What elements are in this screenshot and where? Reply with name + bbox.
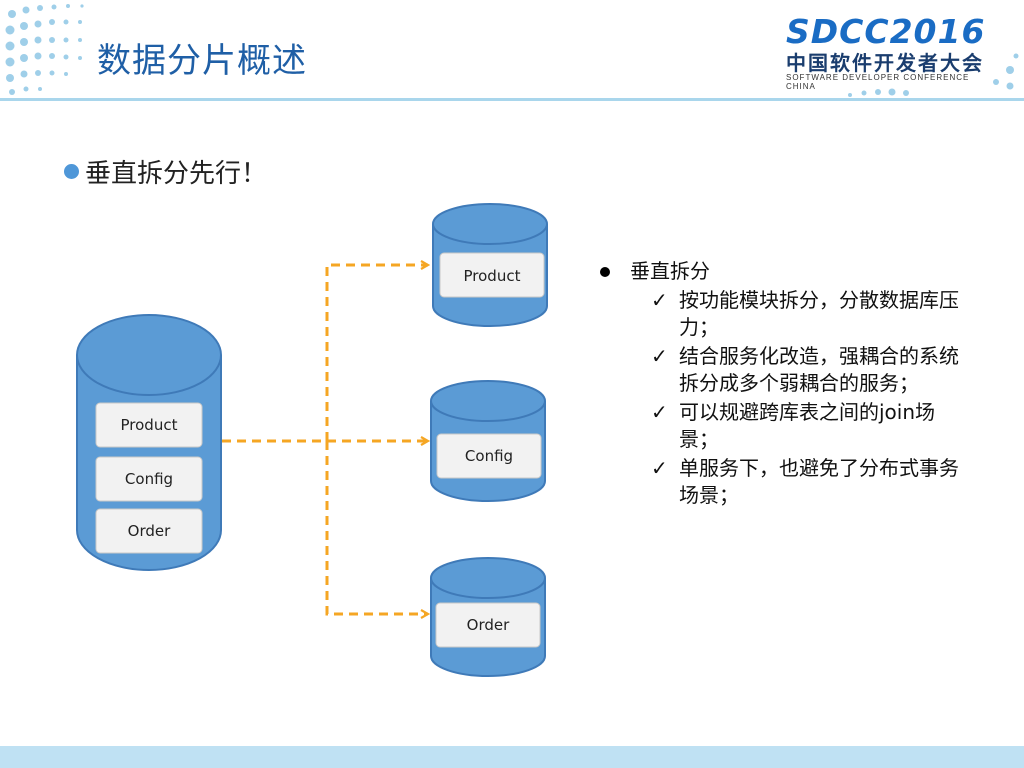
subtitle: 垂直拆分先行！ bbox=[64, 153, 267, 190]
arrow-to-product bbox=[325, 265, 428, 441]
bullet-dot-icon bbox=[64, 164, 79, 179]
list-item-text: 结合服务化改造，强耦合的系统拆分成多个弱耦合的服务； bbox=[679, 344, 959, 395]
subtitle-text: 垂直拆分先行！ bbox=[85, 159, 268, 189]
list-item: ✓ 按功能模块拆分，分散数据库压力； bbox=[651, 287, 961, 341]
bullet-dot-icon bbox=[600, 267, 610, 277]
slide-title: 数据分片概述 bbox=[97, 41, 307, 81]
arrow-to-order bbox=[325, 441, 428, 614]
checkmark-icon: ✓ bbox=[651, 288, 668, 312]
target-table-product-label: Product bbox=[464, 267, 521, 285]
list-item-text: 单服务下，也避免了分布式事务场景； bbox=[679, 456, 959, 507]
header-dot-pattern bbox=[5, 4, 1019, 97]
logo-sdcc-text: SDCC2016 bbox=[786, 12, 986, 51]
target-table-config-label: Config bbox=[465, 447, 513, 465]
list-item: ✓ 单服务下，也避免了分布式事务场景； bbox=[651, 455, 961, 509]
list-item: ✓ 结合服务化改造，强耦合的系统拆分成多个弱耦合的服务； bbox=[651, 343, 961, 397]
source-table-product: Product bbox=[95, 402, 203, 448]
checkmark-icon: ✓ bbox=[651, 344, 668, 368]
list-item-text: 可以规避跨库表之间的join场景； bbox=[679, 400, 936, 451]
logo-english-text: SOFTWARE DEVELOPER CONFERENCE CHINA bbox=[786, 73, 970, 91]
target-database-config: Config bbox=[430, 380, 546, 502]
main-bullet: 垂直拆分 bbox=[600, 258, 1000, 285]
source-table-config: Config bbox=[95, 456, 203, 502]
list-item-text: 按功能模块拆分，分散数据库压力； bbox=[679, 288, 959, 339]
bullet-list: 垂直拆分 ✓ 按功能模块拆分，分散数据库压力； ✓ 结合服务化改造，强耦合的系统拆分… bbox=[600, 258, 1000, 511]
slide-header: 数据分片概述 SDCC2016 中国软件开发者大会 SOFTWARE DEVEL… bbox=[0, 0, 1024, 101]
source-table-order-label: Order bbox=[128, 522, 171, 540]
split-arrows bbox=[222, 265, 428, 614]
source-table-config-label: Config bbox=[125, 470, 173, 488]
source-table-order: Order bbox=[95, 508, 203, 554]
logo-chinese-text: 中国软件开发者大会 bbox=[786, 51, 984, 75]
sdcc-logo: SDCC2016 中国软件开发者大会 SOFTWARE DEVELOPER CO… bbox=[786, 12, 996, 91]
header-divider bbox=[0, 98, 1024, 101]
sub-bullet-list: ✓ 按功能模块拆分，分散数据库压力； ✓ 结合服务化改造，强耦合的系统拆分成多个弱耦… bbox=[651, 287, 961, 509]
footer-band bbox=[0, 746, 1024, 768]
target-table-order-label: Order bbox=[467, 616, 510, 634]
list-item: ✓ 可以规避跨库表之间的join场景； bbox=[651, 399, 961, 453]
checkmark-icon: ✓ bbox=[651, 456, 668, 480]
checkmark-icon: ✓ bbox=[651, 400, 668, 424]
main-bullet-text: 垂直拆分 bbox=[630, 259, 710, 283]
target-database-order: Order bbox=[430, 557, 546, 677]
source-table-product-label: Product bbox=[121, 416, 178, 434]
target-database-product: Product bbox=[432, 203, 548, 327]
